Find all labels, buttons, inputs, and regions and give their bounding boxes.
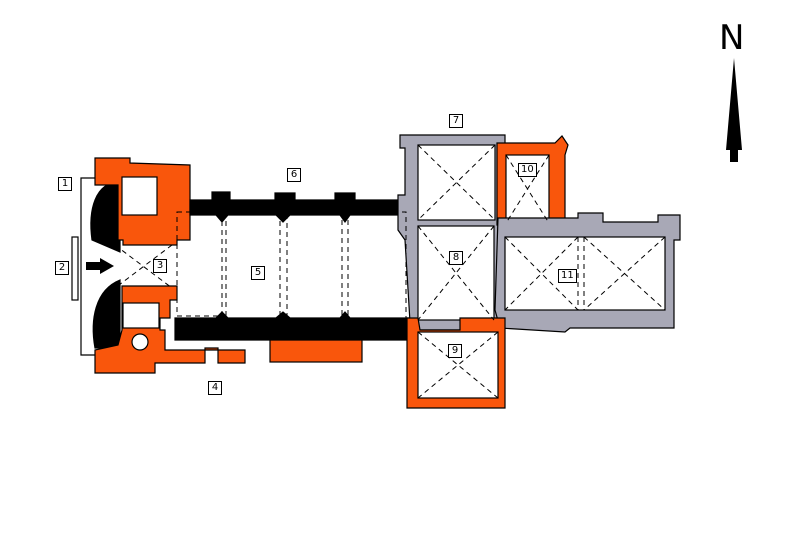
label-5: 5 <box>251 266 265 280</box>
label-8: 8 <box>449 251 463 265</box>
entrance-arrow-icon <box>86 258 114 274</box>
label-10: 10 <box>518 163 537 177</box>
label-6: 6 <box>287 168 301 182</box>
nave-south-wall <box>174 311 411 341</box>
label-3: 3 <box>153 259 167 273</box>
vault-lines <box>114 144 666 399</box>
choir-interior <box>504 236 666 311</box>
spiral-stair <box>131 333 149 351</box>
label-7: 7 <box>449 114 463 128</box>
west-room <box>121 176 158 216</box>
label-2: 2 <box>55 261 69 275</box>
chapel-9-interior <box>417 331 499 399</box>
label-1: 1 <box>58 177 72 191</box>
south-aisle-annex <box>269 337 363 363</box>
west-portal-north <box>90 181 121 253</box>
label-11: 11 <box>558 269 577 283</box>
label-4: 4 <box>208 381 222 395</box>
label-9: 9 <box>448 344 462 358</box>
west-portal-south <box>92 279 121 349</box>
north-arrow-icon <box>726 58 742 162</box>
nave-north-wall <box>189 191 406 224</box>
south-room <box>122 302 160 329</box>
north-transept-interior <box>417 144 496 221</box>
north-label: N <box>719 18 745 58</box>
porch-step <box>71 236 79 301</box>
